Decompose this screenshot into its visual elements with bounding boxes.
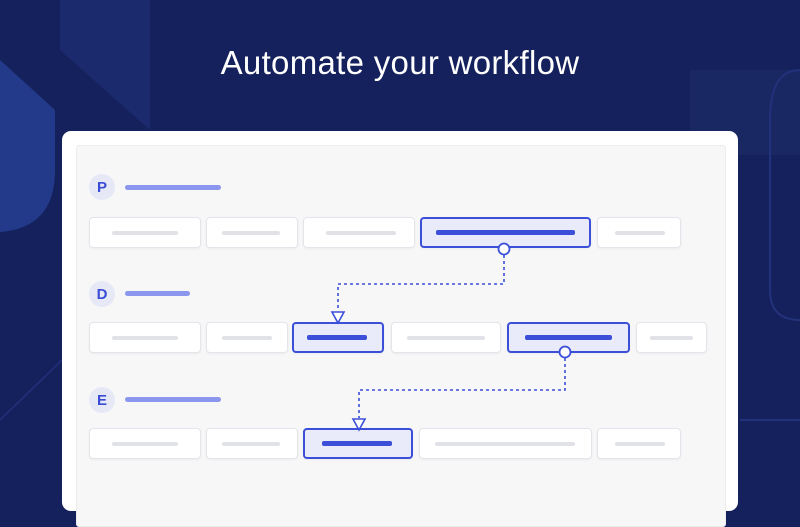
- task-card[interactable]: [597, 217, 681, 248]
- stage-letter: E: [96, 391, 107, 409]
- workflow-window: P D E: [62, 131, 738, 527]
- stage-title-placeholder: [125, 397, 221, 402]
- task-card[interactable]: [303, 217, 415, 248]
- task-card[interactable]: [206, 428, 298, 459]
- task-card[interactable]: [206, 322, 288, 353]
- task-card[interactable]: [419, 428, 592, 459]
- task-card[interactable]: [89, 428, 201, 459]
- task-card-selected[interactable]: [292, 322, 384, 353]
- page-title: Automate your workflow: [220, 44, 580, 81]
- task-card-selected[interactable]: [303, 428, 413, 459]
- stage-badge-p: P: [89, 174, 115, 200]
- task-card[interactable]: [89, 322, 201, 353]
- task-card-selected[interactable]: [420, 217, 591, 248]
- stage-title-placeholder: [125, 291, 190, 296]
- stage-badge-d: D: [89, 281, 115, 307]
- task-card[interactable]: [206, 217, 298, 248]
- task-card[interactable]: [391, 322, 501, 353]
- stage-letter: P: [96, 178, 107, 196]
- stage-badge-e: E: [89, 387, 115, 413]
- stage-title-placeholder: [125, 185, 221, 190]
- task-card[interactable]: [89, 217, 201, 248]
- stage-letter: D: [96, 285, 108, 303]
- task-card-selected[interactable]: [507, 322, 630, 353]
- task-card[interactable]: [636, 322, 707, 353]
- task-card[interactable]: [597, 428, 681, 459]
